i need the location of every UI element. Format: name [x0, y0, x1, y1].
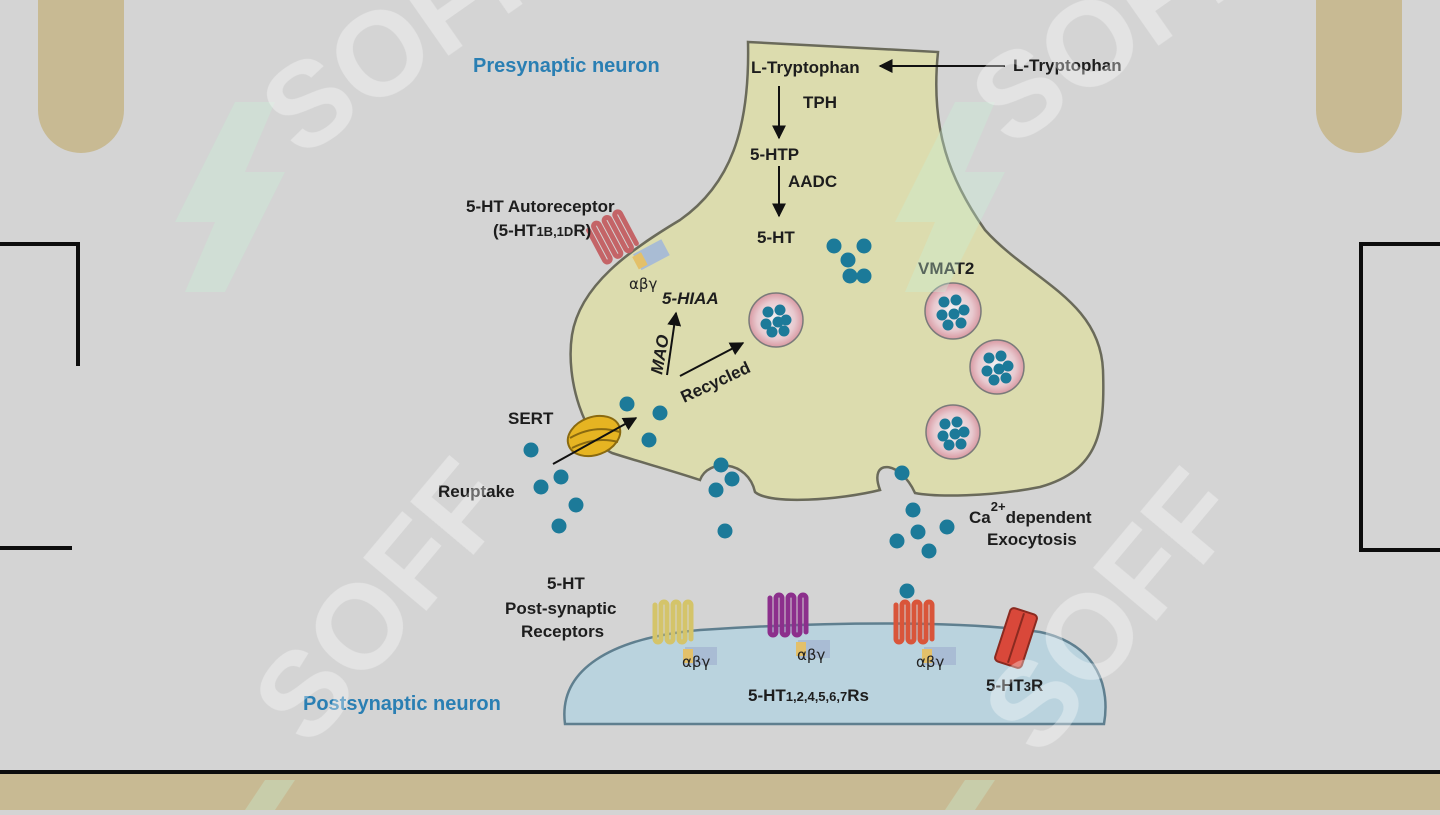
svg-text:SOFF: SOFF — [948, 0, 1287, 171]
aadc-label: AADC — [788, 172, 837, 191]
watermark-logo — [175, 102, 1005, 810]
vesicle-3 — [969, 339, 1025, 395]
autoreceptor-label-line2: (5-HT1B,1DR) — [493, 221, 591, 240]
reuptake-arrow — [552, 417, 638, 465]
reuptake-label: Reuptake — [438, 482, 515, 501]
5-ht-label: 5-HT — [757, 228, 795, 247]
post-receptor-yellow — [655, 602, 717, 665]
serotonin-molecules — [523, 238, 955, 599]
recycled-arrow — [679, 342, 745, 377]
5-ht-rs-label: 5-HT1,2,4,5,6,7Rs — [748, 686, 869, 705]
svg-text:SOFF: SOFF — [227, 435, 535, 766]
autoreceptor-g-protein: αβγ — [629, 275, 657, 293]
vesicle-2 — [924, 282, 982, 340]
sert-label: SERT — [508, 409, 554, 428]
5-hiaa-label: 5-HIAA — [662, 289, 719, 308]
post-receptors-label-2: Post-synaptic — [505, 599, 616, 618]
post-receptor-yellow-g-protein: αβγ — [682, 653, 710, 671]
frame-bracket-right — [1359, 242, 1440, 552]
mao-arrow — [666, 311, 682, 376]
5-htp-label: 5-HTP — [750, 145, 799, 164]
autoreceptor — [587, 200, 670, 271]
exocytosis-label: Exocytosis — [987, 530, 1077, 549]
frame-bottom-band — [0, 772, 1440, 810]
l-tryptophan-outside: L-Tryptophan — [1013, 56, 1122, 75]
postsynaptic-label: Postsynaptic neuron — [303, 693, 501, 715]
post-receptor-red-g-protein: αβγ — [916, 653, 944, 671]
l-tryptophan-inside: L-Tryptophan — [751, 58, 860, 77]
post-receptor-purple-g-protein: αβγ — [797, 646, 825, 664]
frame-bracket-left — [0, 242, 80, 550]
post-receptors-label-3: Receptors — [521, 622, 604, 641]
5-ht3r-label: 5-HT3R — [986, 676, 1043, 695]
frame-tab-left — [38, 0, 124, 153]
vesicle-4 — [925, 404, 981, 460]
autoreceptor-label-line1: 5-HT Autoreceptor — [466, 197, 615, 216]
post-receptors-label-1: 5-HT — [547, 574, 585, 593]
ca-dependent-label: Ca2+dependent — [969, 499, 1092, 527]
svg-text:SOFF: SOFF — [957, 445, 1265, 776]
tph-label: TPH — [803, 93, 837, 112]
vesicle-1 — [748, 292, 804, 348]
post-receptor-purple — [770, 595, 830, 658]
presynaptic-terminal — [569, 40, 1105, 502]
svg-text:SOFF: SOFF — [238, 0, 577, 181]
presynaptic-label: Presynaptic neuron — [473, 55, 660, 77]
post-receptor-red — [896, 602, 956, 665]
ht3-ion-channel — [994, 607, 1038, 669]
vmat2-label: VMAT2 — [918, 259, 974, 278]
frame-tab-right — [1316, 0, 1402, 153]
